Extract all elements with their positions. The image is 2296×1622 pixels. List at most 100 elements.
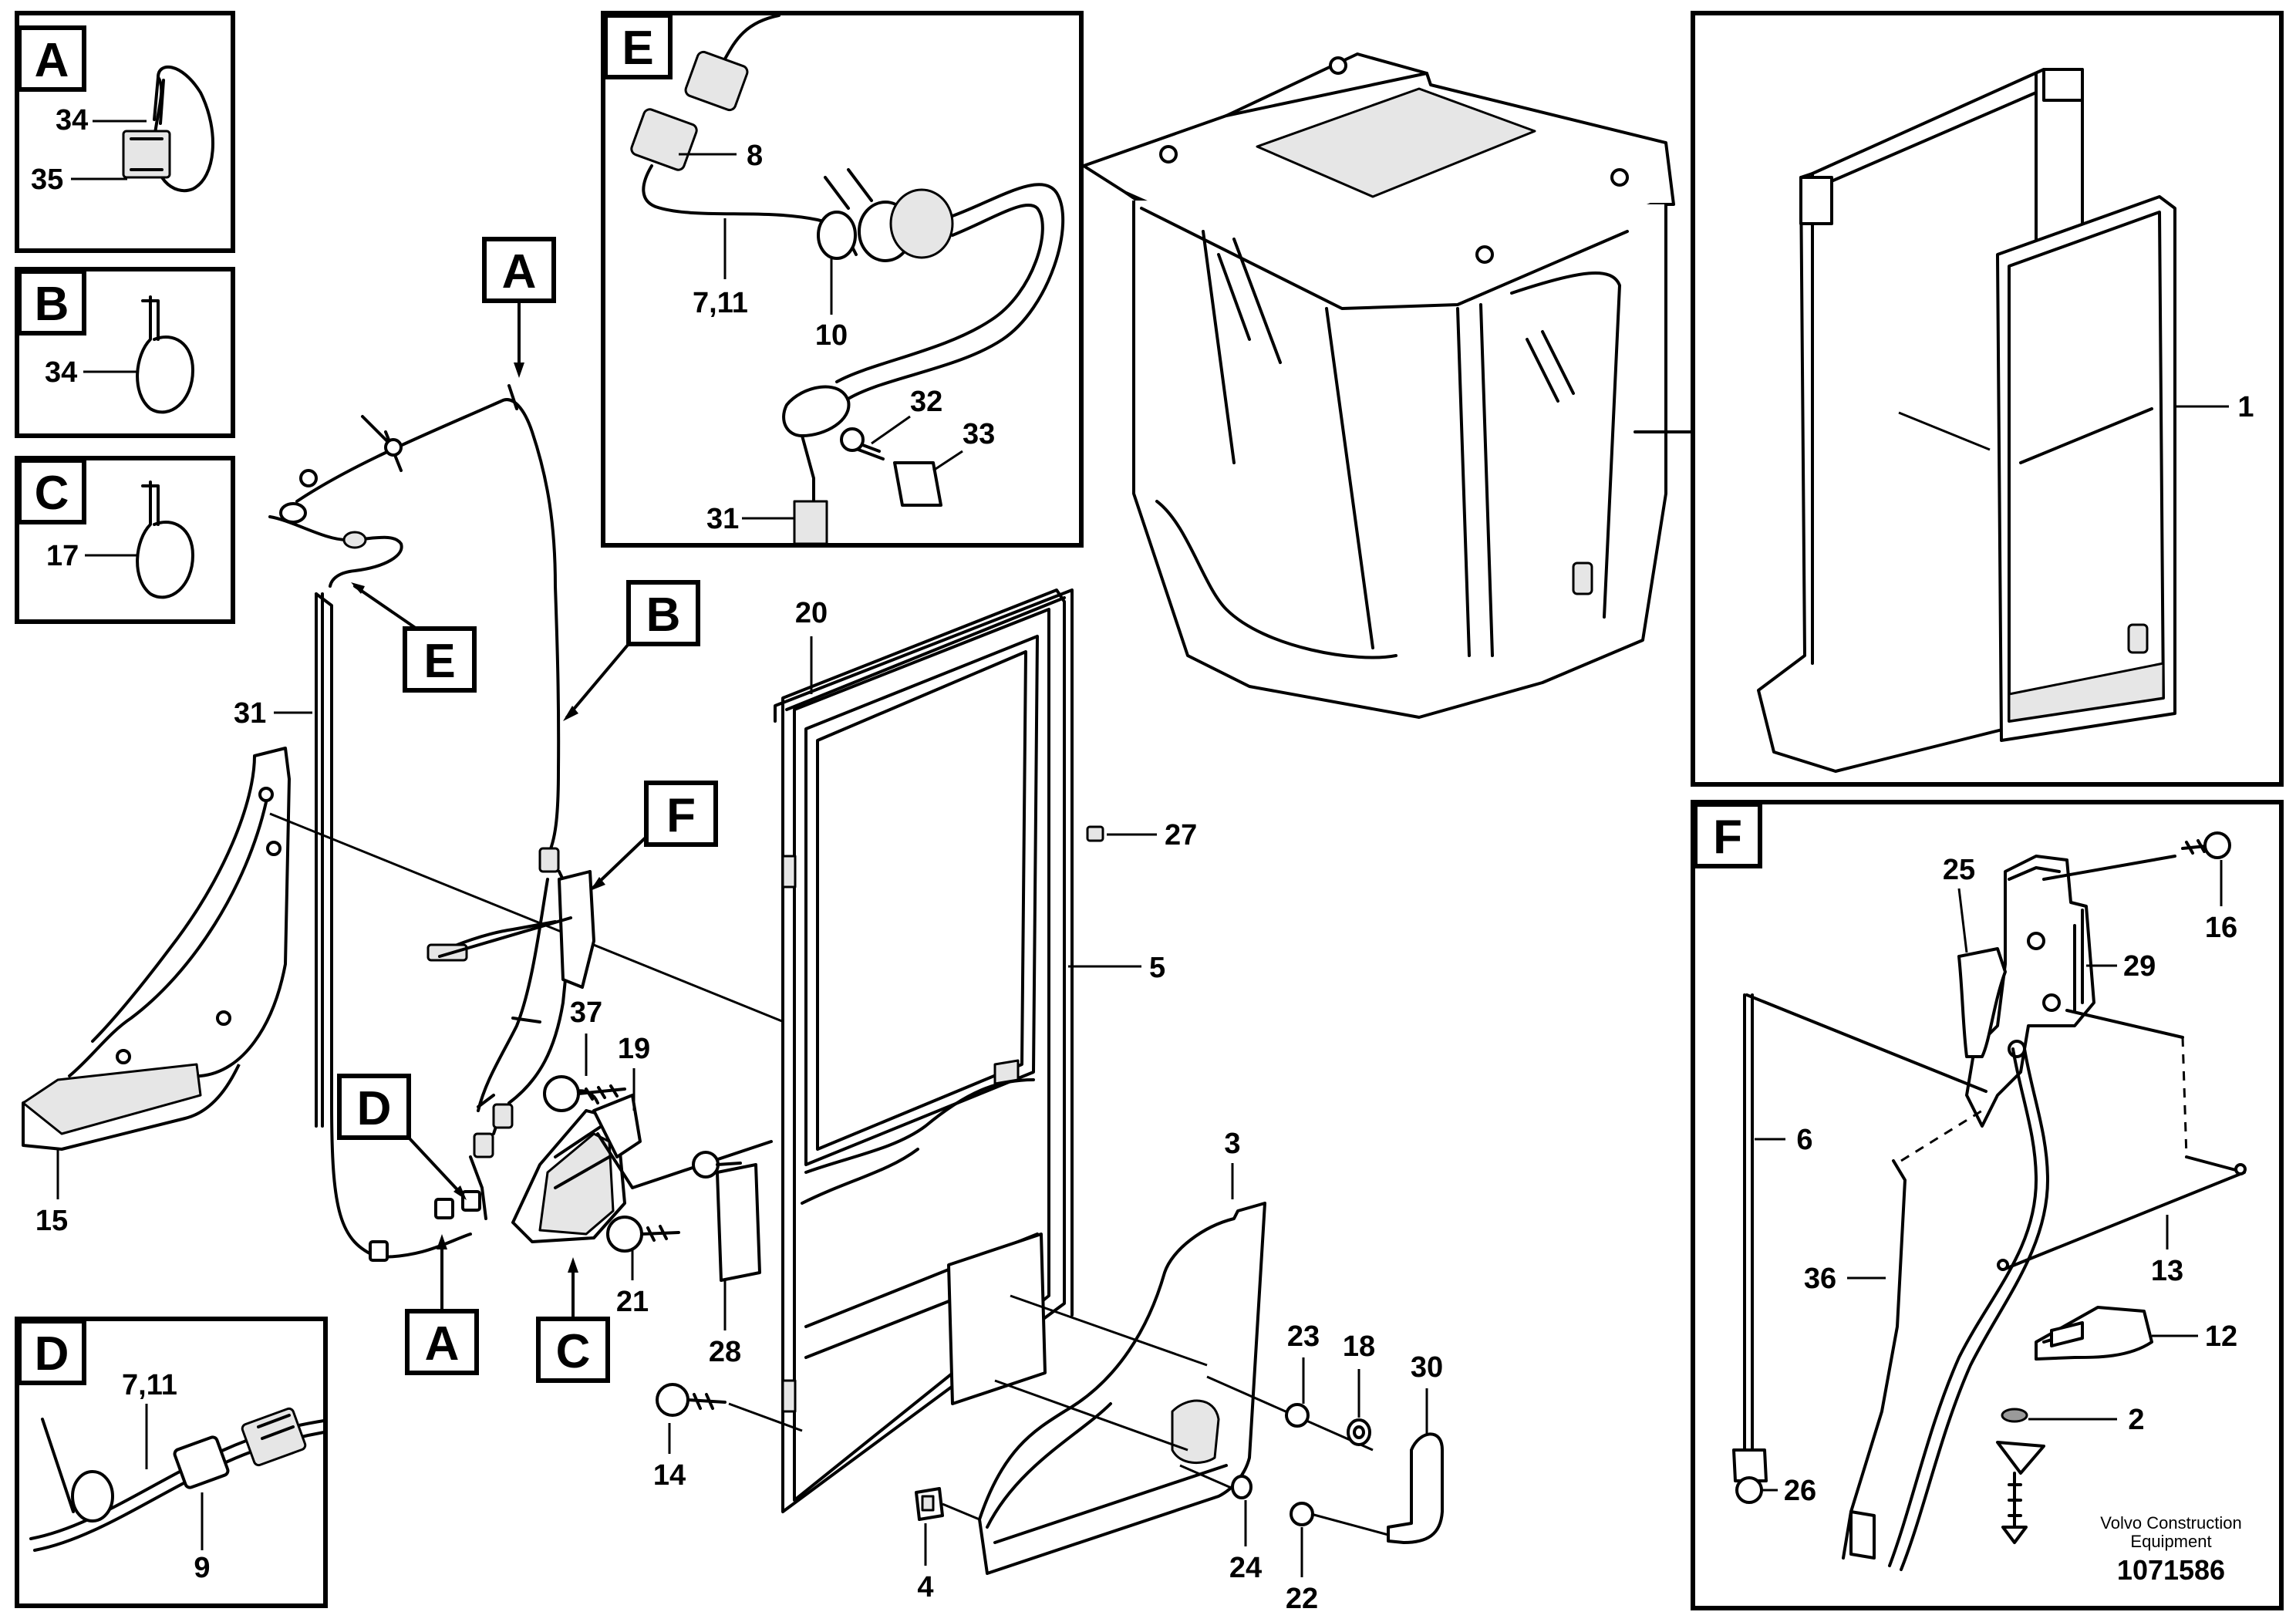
callout-10: 10: [815, 319, 848, 352]
cable-tie: [136, 481, 194, 599]
inset-c-letter: C: [35, 467, 69, 520]
inset-f-letter: F: [1713, 811, 1742, 864]
tag-b-letter: B: [646, 588, 681, 642]
tag-f-box: [644, 781, 718, 847]
tag-d-letter: D: [357, 1082, 392, 1135]
callout-26: 26: [1784, 1475, 1816, 1507]
inset-a-frame: [15, 11, 235, 253]
callout-31: 31: [234, 697, 266, 730]
callout-7-11: 7,11: [122, 1369, 177, 1401]
door-seal: [774, 588, 1074, 1317]
tag-d-main: D: [337, 1074, 467, 1200]
rod-31: [315, 592, 324, 1128]
callout-29: 29: [2123, 950, 2156, 983]
inset-d-frame: [15, 1317, 328, 1608]
callout-31: 31: [706, 503, 739, 535]
brand-line2: Equipment: [2130, 1532, 2211, 1551]
callout-15: 15: [35, 1205, 68, 1237]
callout-9: 9: [194, 1552, 210, 1584]
inset-door-location: 1: [1691, 11, 2284, 787]
tag-f: F: [590, 781, 718, 891]
callout-34: 34: [45, 356, 77, 389]
callout-13: 13: [2151, 1255, 2183, 1287]
callout-14: 14: [653, 1459, 686, 1492]
washer-18: [1347, 1418, 1371, 1446]
callout-30: 30: [1411, 1351, 1443, 1384]
tag-b: B: [563, 580, 700, 721]
callout-22: 22: [1286, 1583, 1318, 1615]
callout-5: 5: [1149, 952, 1165, 984]
drawing-number: 1071586: [2117, 1554, 2225, 1586]
callout-17: 17: [46, 540, 79, 572]
inset-c: C 17: [15, 456, 235, 624]
tag-a-bottom: A: [405, 1234, 479, 1375]
cab-overview: [1082, 52, 1694, 719]
callout-24: 24: [1229, 1552, 1262, 1584]
callout-32: 32: [910, 386, 942, 418]
inset-door-frame: [1691, 11, 2284, 787]
callout-16: 16: [2205, 912, 2237, 944]
callout-6: 6: [1796, 1124, 1812, 1156]
inset-e: E 8 7,11 10 32 33 31: [601, 11, 1084, 548]
cable-tie: [136, 295, 194, 414]
footer: Volvo Construction Equipment 1071586: [2100, 1513, 2241, 1586]
fastener-line: [1010, 1294, 1208, 1367]
inset-a-letter: A: [35, 34, 69, 87]
tag-e-box: [403, 626, 477, 693]
callout-4: 4: [917, 1571, 933, 1603]
inset-c-frame: [15, 456, 235, 624]
spacer-23: [1285, 1403, 1310, 1428]
callout-1: 1: [2237, 391, 2254, 423]
callout-3: 3: [1224, 1128, 1240, 1160]
bolt-14: [656, 1383, 803, 1432]
inset-d-letter: D: [35, 1327, 69, 1381]
inset-e-letter: E: [622, 22, 653, 75]
washer-hose-assembly: [630, 14, 1065, 545]
inset-a: A 34 35: [15, 11, 235, 253]
callout-33: 33: [963, 418, 995, 450]
cable-tie-with-clip: [122, 65, 214, 193]
tag-a-box: [405, 1309, 479, 1375]
brand-line1: Volvo Construction: [2100, 1513, 2241, 1533]
callout-21: 21: [616, 1286, 649, 1318]
inset-b-tag: [17, 269, 86, 336]
tag-a-top: A: [482, 237, 556, 378]
lock-mechanism: [1732, 831, 2247, 1571]
tag-b-box: [626, 580, 700, 646]
window-insert-panel: [947, 1233, 1047, 1405]
fastener-line: [994, 1379, 1188, 1452]
callout-27: 27: [1165, 819, 1197, 851]
callout-36: 36: [1804, 1263, 1836, 1295]
tag-a-letter: A: [502, 245, 537, 298]
inset-e-tag: [603, 13, 673, 79]
tag-f-letter: F: [666, 789, 696, 842]
inset-b-frame: [15, 267, 235, 438]
inset-d: D 7,11 9: [15, 1317, 328, 1608]
spacer-22: [1290, 1502, 1314, 1526]
tag-c-letter: C: [556, 1325, 591, 1378]
callout-2: 2: [2128, 1404, 2144, 1436]
tag-c: C: [536, 1257, 610, 1383]
callout-20: 20: [795, 597, 828, 629]
inset-f: F: [1691, 800, 2284, 1610]
inset-c-tag: [17, 458, 86, 524]
callout-23: 23: [1287, 1320, 1320, 1353]
tag-e-letter: E: [423, 635, 455, 688]
inset-b-letter: B: [35, 278, 69, 331]
tag-a-letter: A: [425, 1317, 460, 1371]
callout-34: 34: [56, 104, 88, 137]
inner-door-panel: [978, 1202, 1266, 1575]
bracket-4: [915, 1487, 980, 1521]
callout-25: 25: [1943, 854, 1975, 886]
spacer-24: [1231, 1475, 1253, 1499]
inset-b: B 34: [15, 267, 235, 438]
inset-d-tag: [17, 1319, 86, 1385]
tag-e: E: [351, 582, 477, 693]
callout-37: 37: [570, 996, 602, 1029]
inset-a-tag: [17, 25, 86, 92]
door-lock-assembly: [438, 870, 773, 1282]
tag-a-box: [482, 237, 556, 303]
inset-e-frame: [601, 11, 1084, 548]
callout-28: 28: [709, 1336, 741, 1368]
